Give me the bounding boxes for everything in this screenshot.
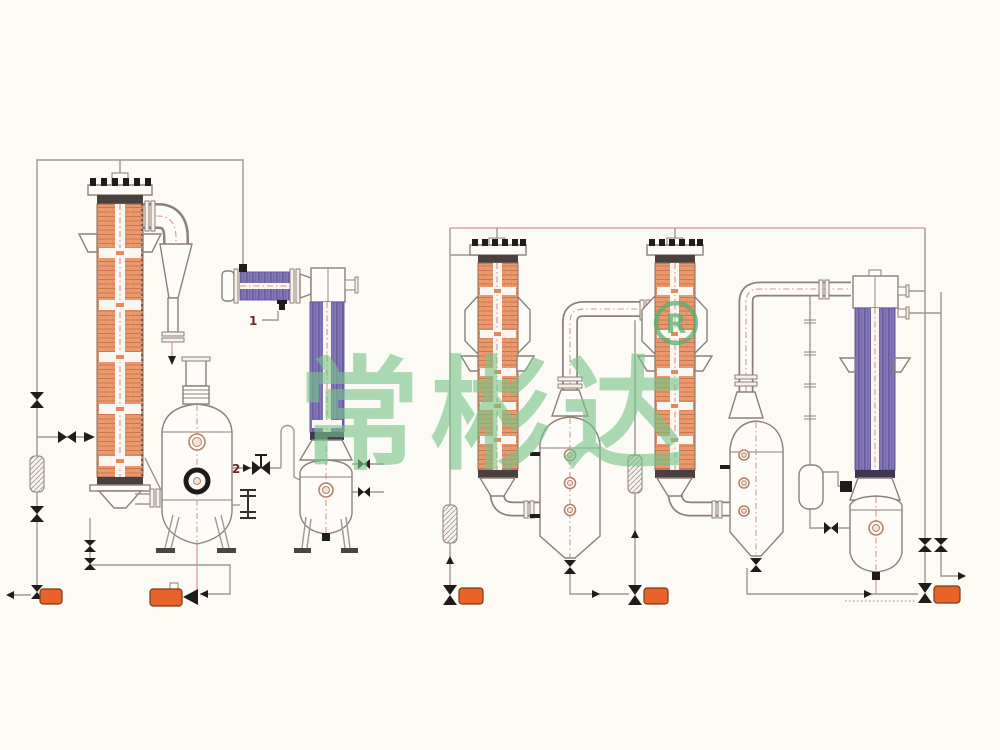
flange-bolts bbox=[472, 239, 526, 246]
final-condenser bbox=[838, 269, 912, 501]
drain-nozzle bbox=[279, 304, 285, 310]
feed-line-train bbox=[29, 392, 96, 570]
flow-arrow-left-icon bbox=[6, 591, 14, 599]
flow-arrow-right-icon bbox=[958, 572, 966, 580]
flow-arrow-up-icon bbox=[631, 530, 639, 538]
flow-arrow-down-icon bbox=[168, 356, 176, 365]
column-white-bands bbox=[480, 287, 516, 444]
support-lug-right bbox=[516, 355, 536, 372]
vent-nozzle bbox=[239, 264, 247, 272]
flow-arrows bbox=[446, 530, 966, 598]
transfer-pump-second-effect bbox=[628, 585, 669, 605]
transfer-valve bbox=[252, 454, 270, 475]
support-lug-left bbox=[77, 233, 98, 253]
watermark: 常彬达 R bbox=[298, 300, 699, 487]
vessel-neck bbox=[185, 359, 207, 387]
right-double-effect-system bbox=[442, 227, 966, 605]
flash-pot bbox=[798, 464, 852, 534]
callout-label-2: 2 bbox=[232, 462, 240, 476]
column-white-bands bbox=[99, 248, 141, 466]
discharge-pump-right bbox=[918, 583, 961, 604]
callout-arrow-icon bbox=[243, 464, 251, 472]
rotameter bbox=[29, 455, 45, 493]
flow-arrow-up-icon bbox=[446, 556, 454, 564]
flange-bolts bbox=[90, 178, 151, 186]
condensate-receiver bbox=[849, 495, 903, 580]
flow-arrow-right-icon bbox=[592, 590, 600, 598]
evaporator-column-left bbox=[77, 172, 163, 509]
condenser-outlet-cone bbox=[849, 477, 901, 501]
separator-first-effect bbox=[530, 389, 601, 574]
feed-pump-first-effect bbox=[443, 585, 484, 605]
column-bottom-cone bbox=[97, 490, 143, 509]
registered-trademark-icon: R bbox=[653, 300, 699, 346]
horizontal-condenser bbox=[221, 264, 312, 310]
side-bracket bbox=[232, 489, 256, 519]
rotameter bbox=[442, 504, 458, 544]
callout-label-1: 1 bbox=[249, 314, 257, 328]
venturi-funnel bbox=[159, 243, 193, 299]
vapor-duct bbox=[143, 200, 193, 365]
registered-letter: R bbox=[666, 309, 687, 340]
receiver-vessel-left bbox=[294, 446, 370, 553]
circulation-pump-left bbox=[149, 582, 208, 607]
top-flange bbox=[87, 184, 153, 196]
rotameter bbox=[627, 454, 643, 494]
vessel-legs bbox=[156, 514, 236, 553]
discharge-pump-left bbox=[6, 585, 63, 605]
condenser-header bbox=[852, 275, 899, 309]
separator-vessel-left bbox=[156, 356, 256, 553]
support-lug-left bbox=[838, 357, 856, 373]
flow-arrow-right-icon bbox=[864, 590, 872, 598]
support-lug-left bbox=[459, 355, 479, 372]
support-lug-right bbox=[894, 357, 912, 373]
support-lug-right bbox=[142, 233, 163, 253]
vessel-legs bbox=[294, 516, 358, 553]
cooling-water-valves bbox=[358, 459, 370, 497]
flange-bolts bbox=[649, 239, 703, 246]
flow-arrow-left-icon bbox=[200, 590, 208, 598]
flow-arrow-right-icon bbox=[84, 432, 95, 442]
watermark-text: 常彬达 bbox=[298, 345, 694, 487]
evaporator-column-first-effect bbox=[459, 228, 536, 497]
left-evaporator-system: 2 1 bbox=[6, 159, 384, 607]
support-lug-right bbox=[694, 355, 714, 372]
separator-second-effect bbox=[720, 391, 784, 572]
evaporator-column-second-effect bbox=[636, 228, 714, 497]
expansion-bellows bbox=[182, 385, 210, 405]
support-lug-left bbox=[636, 355, 656, 372]
column-white-bands bbox=[657, 287, 693, 444]
riser-valves bbox=[918, 538, 948, 552]
